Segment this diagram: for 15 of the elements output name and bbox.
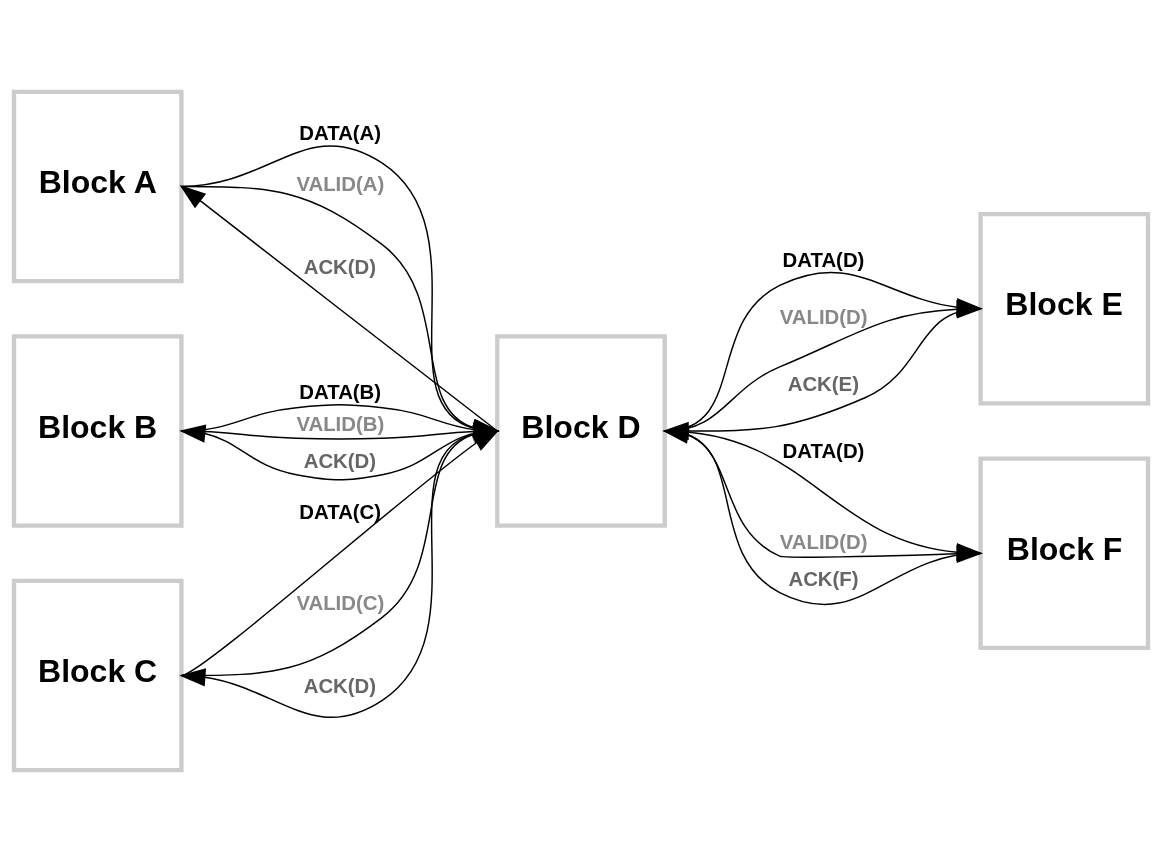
edge-label: ACK(E): [787, 372, 859, 395]
edge-label: VALID(B): [296, 412, 385, 435]
edge-label: DATA(B): [299, 380, 382, 403]
edge-label: DATA(A): [299, 121, 382, 144]
edge-label: VALID(D): [779, 530, 868, 553]
edge-label: ACK(F): [788, 567, 859, 590]
edge-label: VALID(D): [779, 305, 868, 328]
edge-label: VALID(C): [296, 591, 385, 614]
edge-label: ACK(D): [303, 449, 377, 472]
edge-label: VALID(A): [296, 172, 385, 195]
edge-label: DATA(D): [782, 438, 865, 461]
edge-label: DATA(C): [299, 500, 382, 523]
edge-label: ACK(D): [303, 255, 377, 278]
edge-label: ACK(D): [303, 674, 377, 697]
edge-label: DATA(D): [782, 248, 865, 271]
